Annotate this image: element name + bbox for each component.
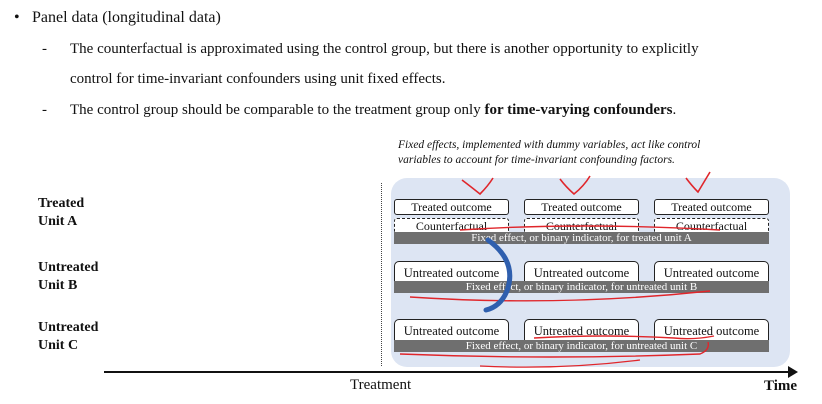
row-label-unit-c: Untreated Unit C bbox=[38, 320, 99, 353]
treated-outcome-box: Treated outcome bbox=[654, 199, 769, 215]
subpoint-2-suffix: . bbox=[672, 102, 677, 118]
subpoint-dash: - bbox=[42, 41, 47, 57]
time-label: Time bbox=[764, 378, 798, 394]
arrow-right-icon bbox=[788, 366, 798, 378]
fixed-effect-strip-c: Fixed effect, or binary indicator, for u… bbox=[394, 340, 769, 352]
subpoint-2-bold: for time-varying confounders bbox=[484, 102, 673, 118]
bullet-item: • Panel data (longitudinal data) bbox=[14, 9, 221, 27]
subpoint-dash: - bbox=[42, 102, 47, 118]
fixed-effect-strip-b: Fixed effect, or binary indicator, for u… bbox=[394, 281, 769, 293]
time-axis-line bbox=[104, 371, 790, 373]
subpoint-1-line-2: control for time-invariant confounders u… bbox=[70, 71, 445, 88]
subpoint-1-text-1: The counterfactual is approximated using… bbox=[70, 41, 699, 57]
diagram-caption: Fixed effects, implemented with dummy va… bbox=[398, 138, 758, 168]
bullet-text: Panel data (longitudinal data) bbox=[32, 9, 221, 26]
treated-outcome-box: Treated outcome bbox=[524, 199, 639, 215]
treated-outcome-box: Treated outcome bbox=[394, 199, 509, 215]
treatment-divider bbox=[381, 183, 382, 366]
caption-line-2: variables to account for time-invariant … bbox=[398, 154, 675, 166]
subpoint-2: - The control group should be comparable… bbox=[42, 102, 677, 119]
bullet-marker: • bbox=[14, 9, 20, 26]
subpoint-1-line-1: - The counterfactual is approximated usi… bbox=[42, 41, 699, 58]
subpoint-1-text-2: control for time-invariant confounders u… bbox=[70, 71, 446, 87]
row-label-unit-a: Treated Unit A bbox=[38, 196, 85, 229]
treatment-label: Treatment bbox=[350, 377, 412, 393]
row-label-unit-b: Untreated Unit B bbox=[38, 260, 99, 293]
subpoint-2-prefix: The control group should be comparable t… bbox=[70, 102, 485, 118]
caption-line-1: Fixed effects, implemented with dummy va… bbox=[398, 139, 701, 151]
fixed-effect-strip-a: Fixed effect, or binary indicator, for t… bbox=[394, 232, 769, 244]
